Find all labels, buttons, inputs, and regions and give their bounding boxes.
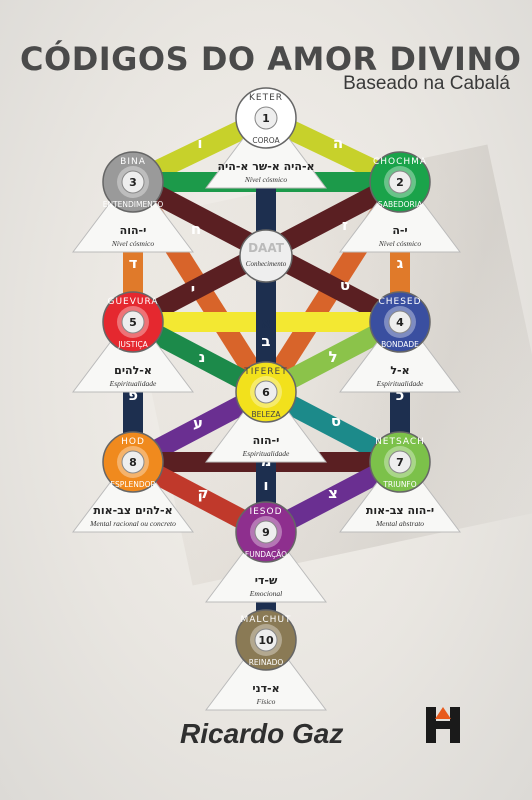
sefira-level: Físico xyxy=(256,697,276,706)
sefira-level: Conhecimento xyxy=(246,260,287,268)
sefira-daat: DAAT Conhecimento xyxy=(239,229,293,283)
sefira-name: CHOCHMA xyxy=(373,157,427,167)
sefira-name: HOD xyxy=(121,437,145,447)
sefira-level: Mental racional ou concreto xyxy=(89,519,176,528)
path-letter: ח xyxy=(191,220,201,238)
sefira-circle xyxy=(239,229,293,283)
sefira-meaning: ESPLENDOR xyxy=(110,480,155,489)
sefira-number: 2 xyxy=(396,176,404,189)
sefira-meaning: ENTENDIMENTO xyxy=(103,200,164,209)
sefira-number-badge xyxy=(254,106,278,130)
sefira-divine-name: י-הוה צב-אות xyxy=(366,504,434,517)
sefira-name: MALCHUT xyxy=(240,615,291,625)
path-letter: ה xyxy=(333,134,343,152)
sefira-name: TIFERET xyxy=(243,367,287,377)
sefira-meaning: BELEZA xyxy=(251,410,281,419)
sefira-number-badge xyxy=(388,310,412,334)
sefira-number-badge xyxy=(254,380,278,404)
path-letter: ו xyxy=(197,134,202,152)
sefira-name: CHESED xyxy=(378,297,421,307)
sefira-name: IESOD xyxy=(249,507,282,517)
path-letter: נ xyxy=(199,348,206,366)
path-letter: ז xyxy=(342,216,348,234)
sefira-divine-name: א-היה א-שר א-היה xyxy=(217,160,314,173)
sefira-tiferet: י-הוה Espiritualidade 6 TIFERET BELEZA xyxy=(205,361,327,463)
h-publisher-logo-icon xyxy=(426,707,460,743)
sefira-level: Espiritualidade xyxy=(376,379,424,388)
sefira-number: 1 xyxy=(262,112,270,125)
sefira-divine-name: י-הוה xyxy=(253,434,280,447)
path-letter: ו xyxy=(263,476,268,494)
sefira-meaning: FUNDAÇÃO xyxy=(245,550,287,559)
path-letter: צ xyxy=(328,484,338,502)
sefira-number: 3 xyxy=(129,176,137,189)
sefira-divine-name: א-דני xyxy=(252,682,279,695)
sefira-level: Espiritualidade xyxy=(109,379,157,388)
sefira-number-badge xyxy=(388,170,412,194)
sefira-name: BINA xyxy=(120,157,146,167)
book-subtitle: Baseado na Cabalá xyxy=(343,73,510,94)
sefira-guevura: א-להים Espiritualidade 5 GUEVURA JUSTIÇA xyxy=(72,291,194,393)
sefira-number-badge xyxy=(388,450,412,474)
sefira-number-badge xyxy=(121,310,145,334)
sefira-name: GUEVURA xyxy=(107,297,158,307)
path-letter: ב xyxy=(261,332,270,350)
path-letter: כ xyxy=(396,386,405,404)
sefira-meaning: REINADO xyxy=(249,658,284,667)
path-letter: ל xyxy=(328,348,337,366)
sefira-level: Nível cósmico xyxy=(378,239,422,248)
sefira-divine-name: י-ה xyxy=(392,224,407,237)
sefira-chesed: א-ל Espiritualidade 4 CHESED BONDADE xyxy=(339,291,461,393)
sefira-name: NETSACH xyxy=(375,437,425,447)
sefira-level: Espiritualidade xyxy=(242,449,290,458)
path-letter: ט xyxy=(340,276,350,294)
sefira-level: Mental abstrato xyxy=(375,519,424,528)
sefira-number: 8 xyxy=(129,456,137,469)
sefira-divine-name: א-להים xyxy=(114,364,152,377)
sefira-level: Nível cósmico xyxy=(111,239,155,248)
sefira-divine-name: א-להים צב-אות xyxy=(93,504,172,517)
sefira-divine-name: א-ל xyxy=(390,364,409,377)
sefira-number-badge xyxy=(254,520,278,544)
path-letter: י xyxy=(191,280,195,298)
path-letter: פ xyxy=(128,386,138,404)
book-author: Ricardo Gaz xyxy=(180,718,344,749)
sefira-meaning: SABEDORIA xyxy=(378,200,423,209)
sefira-number: 6 xyxy=(262,386,270,399)
sefira-number-badge xyxy=(254,628,278,652)
sefira-name: KETER xyxy=(249,93,283,103)
sefira-keter: א-היה א-שר א-היה Nível cósmico 1 KETER COROA xyxy=(205,87,327,189)
sefira-number: 5 xyxy=(129,316,137,329)
sefira-number-badge xyxy=(121,170,145,194)
sefira-bina: י-הוה Nível cósmico 3 BINA ENTENDIMENTO xyxy=(72,151,194,253)
sefira-name: DAAT xyxy=(248,241,285,255)
sefira-iesod: ש-די Emocional 9 IESOD FUNDAÇÃO xyxy=(205,501,327,603)
sefira-divine-name: ש-די xyxy=(255,574,278,587)
path-letter: ג xyxy=(397,254,404,272)
path-letter: ע xyxy=(193,414,203,432)
sefira-netsach: י-הוה צב-אות Mental abstrato 7 NETSACH TRIUN… xyxy=(339,431,461,533)
sefira-number: 7 xyxy=(396,456,404,469)
sefira-number-badge xyxy=(121,450,145,474)
sefira-meaning: TRIUNFO xyxy=(382,480,416,489)
sefira-level: Nível cósmico xyxy=(244,175,288,184)
path-letter: א xyxy=(261,314,272,332)
sefira-meaning: JUSTIÇA xyxy=(117,340,148,349)
sefira-meaning: BONDADE xyxy=(381,340,419,349)
sefira-malchut: א-דני Físico 10 MALCHUT REINADO xyxy=(205,609,327,711)
sefira-hod: א-להים צב-אות Mental racional ou concreto… xyxy=(72,431,194,533)
sefira-level: Emocional xyxy=(249,589,283,598)
book-title: CÓDIGOS DO AMOR DIVINO xyxy=(20,40,522,78)
path-letter: ד xyxy=(129,254,138,272)
sefira-meaning: COROA xyxy=(252,136,280,145)
sefira-divine-name: י-הוה xyxy=(120,224,147,237)
sefira-number: 9 xyxy=(262,526,270,539)
path-letter: ק xyxy=(197,484,208,502)
sefira-number: 4 xyxy=(396,316,404,329)
path-letter: ס xyxy=(331,412,341,430)
sefira-number: 10 xyxy=(258,634,274,647)
sefira-chochma: י-ה Nível cósmico 2 CHOCHMA SABEDORIA xyxy=(339,151,461,253)
